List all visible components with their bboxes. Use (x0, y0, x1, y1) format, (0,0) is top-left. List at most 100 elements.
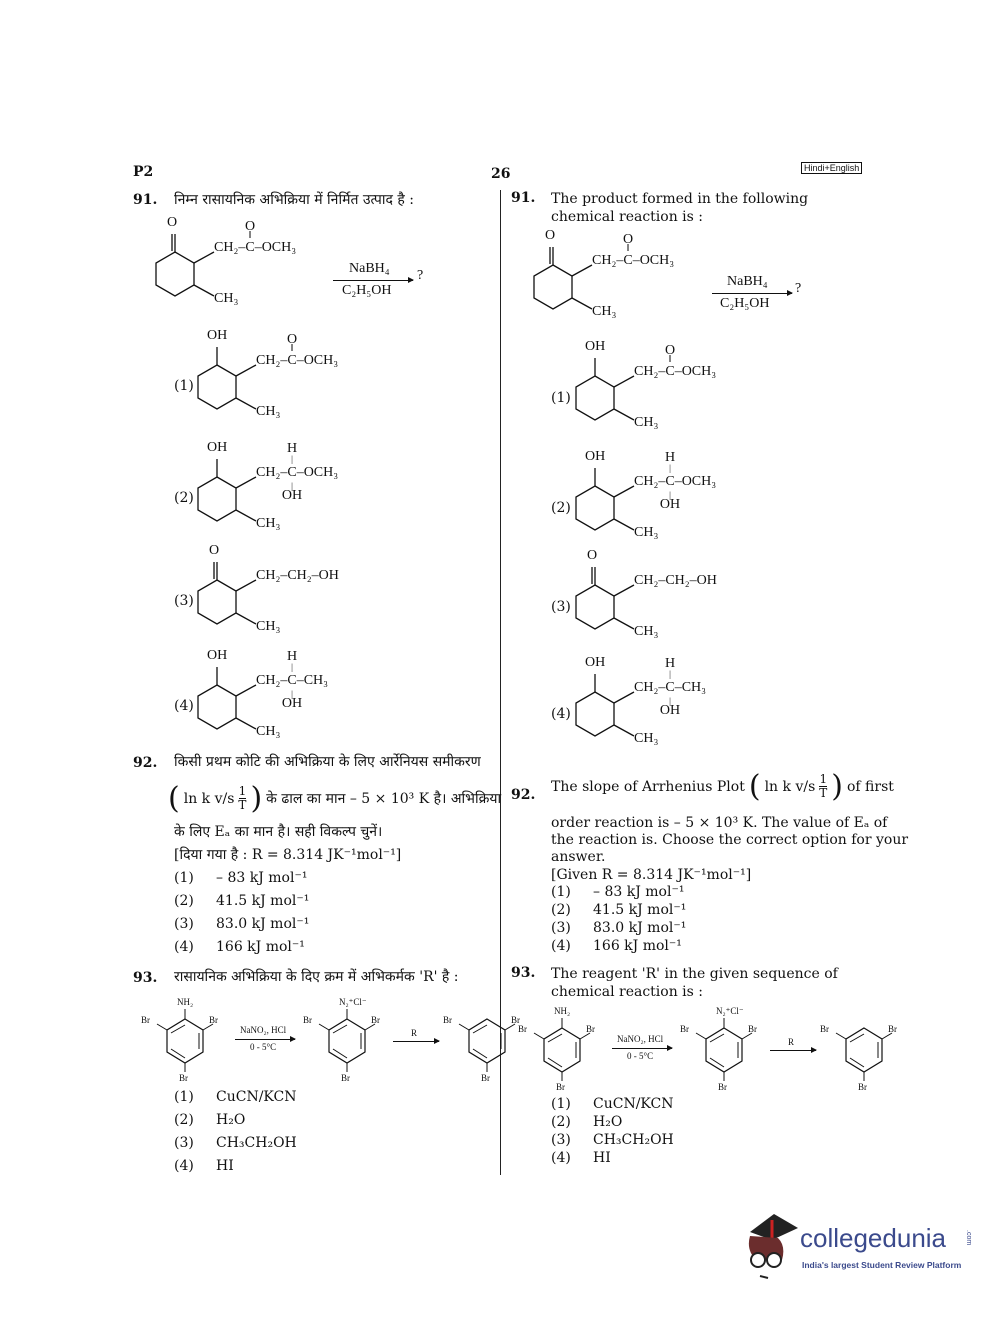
option-text: CH₃CH₂OH (216, 1135, 297, 1151)
bond: | (669, 669, 671, 679)
hydrogen-label: H (286, 649, 298, 664)
reaction-arrow (712, 290, 793, 296)
option-number: (1) (551, 884, 571, 900)
option-number: (3) (551, 920, 571, 936)
carbon-top-substituent: O‖ (245, 220, 255, 241)
cyclohexane-ring-icon (575, 358, 635, 421)
option-label: (3) (174, 593, 194, 609)
reagent-above: NaBH₄ (349, 261, 390, 276)
option-text: 166 kJ mol⁻¹ (216, 939, 305, 955)
fraction-numerator: 1 (819, 772, 828, 787)
carbon-label: C (665, 474, 675, 489)
bottom-substituent: Br (481, 1073, 490, 1083)
option-text: H₂O (216, 1112, 246, 1128)
benzene-ring-icon (156, 1009, 214, 1072)
option-label: (4) (551, 706, 571, 722)
chain-suffix: –CH₃ (296, 673, 329, 688)
chain-prefix: CH₂– (592, 253, 624, 268)
carbon-bottom-substituent: |OH (660, 697, 680, 718)
hydrogen-label: H (286, 441, 298, 456)
reagent-below: C₂H₅OH (342, 283, 392, 298)
cyclohexane-ring-icon (575, 468, 635, 531)
mascot-icon (748, 1214, 798, 1279)
carbonyl-oxygen: O (664, 343, 676, 358)
methyl-label: CH₃ (214, 291, 239, 306)
methyl-label: CH₃ (634, 731, 659, 746)
cyclohexane-ring-icon (197, 667, 257, 730)
option-number: (4) (174, 939, 194, 955)
q93-option-2: (2) H₂O (174, 1111, 297, 1134)
q92-option-4: (4)166 kJ mol⁻¹ (551, 938, 686, 956)
ring-substituent: OH (585, 655, 606, 670)
carbon-bottom-substituent: |OH (282, 690, 302, 711)
q92-option-1: (1)– 83 kJ mol⁻¹ (174, 869, 309, 892)
option-number: (1) (551, 1096, 571, 1112)
bottom-substituent: Br (858, 1082, 867, 1092)
column-divider (500, 190, 501, 1175)
reagent-below: C₂H₅OH (720, 296, 770, 311)
double-bond: ‖ (248, 229, 252, 241)
option-text: 83.0 kJ mol⁻¹ (593, 920, 687, 936)
right-substituent: Br (209, 1015, 218, 1025)
option-text: CH₃CH₂OH (593, 1132, 674, 1148)
option-number: (4) (174, 1158, 194, 1174)
carbon-top-substituent: H| (286, 441, 298, 465)
option-text: HI (593, 1150, 611, 1166)
side-chain: CH₂–CH₂–OH (634, 573, 717, 589)
fraction-denominator: T (819, 786, 828, 800)
cyclohexane-ring-icon (533, 247, 593, 310)
bottom-substituent: Br (179, 1073, 188, 1083)
chain-prefix: CH₂–CH₂–OH (634, 573, 717, 588)
right-substituent: Br (748, 1024, 757, 1034)
q92-given-hi: [दिया गया है : R = 8.314 JK⁻¹mol⁻¹] (174, 847, 402, 863)
step1-condition: 0 - 5°C (250, 1042, 277, 1052)
q92-line3-hi: के लिए Eₐ का मान है। सही विकल्प चुनें। (174, 824, 383, 840)
left-substituent: Br (820, 1024, 829, 1034)
chain-prefix: CH₂– (256, 353, 288, 368)
carbon-label: C (665, 364, 675, 379)
q92-option-2: (2)41.5 kJ mol⁻¹ (551, 902, 686, 920)
option-number: (4) (551, 1150, 571, 1166)
option-text: CuCN/KCN (593, 1096, 674, 1112)
reagent-above: NaBH₄ (727, 274, 768, 289)
bottom-substituent: Br (341, 1073, 350, 1083)
ring-substituent: O (209, 543, 220, 558)
cyclohexane-ring-icon (197, 459, 257, 522)
left-substituent: Br (518, 1024, 527, 1034)
option-number: (3) (174, 916, 194, 932)
q93-options-en: (1)CuCN/KCN(2)H₂O(3)CH₃CH₂OH(4)HI (551, 1095, 674, 1167)
benzene-ring-icon (533, 1018, 591, 1081)
option-text: – 83 kJ mol⁻¹ (593, 884, 685, 900)
double-bond: ‖ (626, 242, 630, 254)
step1-reagent: NaNO₂, HCl (240, 1025, 287, 1035)
right-substituent: Br (511, 1015, 520, 1025)
q92-line1-hi: किसी प्रथम कोटि की अभिक्रिया के लिए आर्र… (174, 754, 481, 770)
fraction-denominator: T (238, 798, 247, 812)
methyl-label: CH₃ (634, 525, 659, 540)
benzene-ring-icon (835, 1027, 893, 1081)
page-number: 26 (491, 166, 511, 182)
methyl-label: CH₃ (592, 304, 617, 319)
double-bond: ‖ (668, 353, 672, 365)
q93-option-4: (4) HI (551, 1149, 674, 1167)
option-number: (2) (174, 1112, 194, 1128)
benzene-ring-icon (458, 1018, 516, 1072)
methyl-label: CH₃ (256, 516, 281, 531)
chain-prefix: CH₂– (634, 680, 666, 695)
q93-options-hi: (1)CuCN/KCN(2)H₂O(3)CH₃CH₂OH(4)HI (174, 1088, 297, 1180)
paper-code: P2 (133, 164, 154, 180)
q93-option-1: (1) CuCN/KCN (551, 1095, 674, 1113)
hydrogen-label: H (664, 656, 676, 671)
q93-number-en: 93. (511, 965, 536, 981)
top-substituent: N₂⁺Cl⁻ (716, 1006, 744, 1016)
